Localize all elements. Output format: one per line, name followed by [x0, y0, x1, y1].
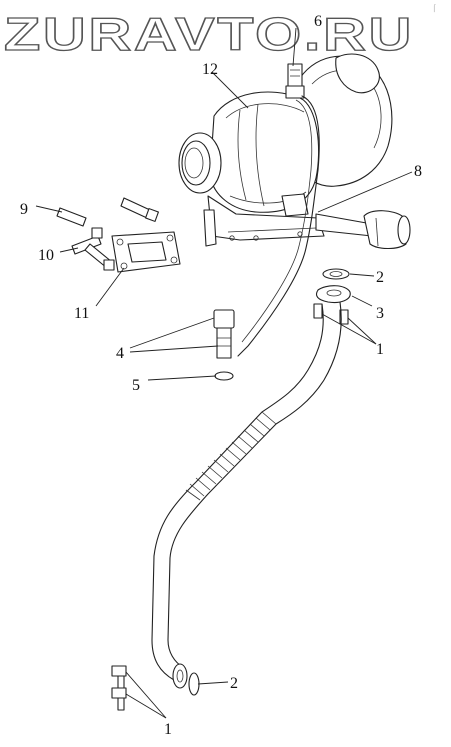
washer-lower — [188, 672, 200, 696]
watermark-logo: ZURAVTO.RU — [4, 8, 414, 60]
bolt-upper-a — [313, 303, 323, 319]
bolt-upper-b — [339, 309, 349, 325]
callout-8: 8 — [414, 163, 422, 180]
callout-4: 4 — [116, 345, 124, 362]
corner-mark: ⌠ — [432, 4, 436, 13]
studs-and-nuts — [56, 197, 159, 271]
callout-5: 5 — [132, 377, 140, 394]
callout-3: 3 — [376, 305, 384, 322]
callout-12: 12 — [202, 61, 218, 78]
callout-2-lower: 2 — [230, 675, 238, 692]
oil-drain-pipe — [151, 301, 342, 689]
bolt-lower-a — [111, 665, 127, 677]
callout-2-upper: 2 — [376, 269, 384, 286]
oil-drain-flange — [315, 285, 351, 304]
turbocharger — [178, 53, 411, 250]
callout-labels: 12 6 8 9 10 11 4 5 2 3 1 2 1 — [20, 13, 422, 738]
callout-1-upper: 1 — [376, 341, 384, 358]
oil-feed-pipe — [237, 95, 320, 357]
gasket — [111, 231, 181, 273]
banjo-fitting — [213, 309, 235, 381]
corrugated-hose — [185, 411, 277, 501]
callout-10: 10 — [38, 247, 54, 264]
washer-upper — [322, 268, 350, 280]
callout-9: 9 — [20, 201, 28, 218]
oil-feed-pipe-inner — [241, 99, 313, 343]
leader-lines — [35, 27, 413, 719]
callout-11: 11 — [74, 305, 89, 322]
callout-6: 6 — [314, 13, 322, 30]
bolt-lower-b — [111, 687, 127, 699]
callout-1-lower: 1 — [164, 721, 172, 738]
